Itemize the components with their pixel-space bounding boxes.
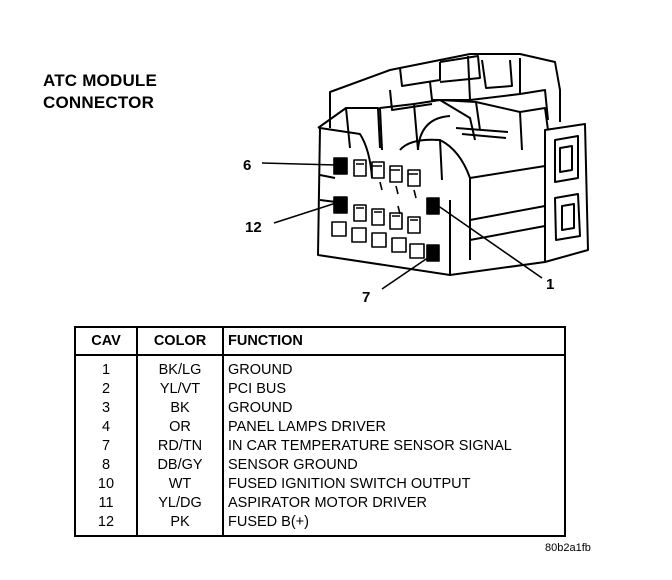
connector-front-face — [317, 127, 546, 276]
connector-illustration: 6 12 1 7 — [243, 53, 589, 306]
header-cav: CAV — [75, 327, 137, 356]
table-row: 11 YL/DG ASPIRATOR MOTOR DRIVER — [75, 493, 565, 512]
cavity-4 — [371, 161, 385, 179]
connector-top-ribs — [317, 99, 549, 151]
table-row: 12 PK FUSED B(+) — [75, 512, 565, 536]
cell-cav: 7 — [101, 437, 111, 454]
cavity-5 — [353, 159, 367, 177]
cavity-11 — [353, 204, 367, 222]
cell-cav: 10 — [97, 475, 115, 492]
table-row: 2 YL/VT PCI BUS — [75, 379, 565, 398]
cell-cav: 1 — [101, 361, 111, 378]
cavity-2 — [407, 169, 421, 187]
cell-function: IN CAR TEMPERATURE SENSOR SIGNAL — [222, 436, 565, 455]
diagram-title: ATC MODULE CONNECTOR — [43, 70, 157, 114]
cell-color: DB/GY — [136, 455, 223, 474]
cell-function: PANEL LAMPS DRIVER — [222, 417, 565, 436]
table-row: 7 RD/TN IN CAR TEMPERATURE SENSOR SIGNAL — [75, 436, 565, 455]
callout-6: 6 — [243, 157, 251, 174]
cell-function: FUSED B(+) — [222, 512, 565, 536]
cavity-10 — [371, 208, 385, 226]
cavity-9 — [389, 212, 403, 230]
table-row: 10 WT FUSED IGNITION SWITCH OUTPUT — [75, 474, 565, 493]
cell-color: YL/DG — [136, 493, 223, 512]
connector-right-side — [469, 123, 589, 263]
cell-color: WT — [136, 474, 223, 493]
cell-cav: 11 — [98, 494, 114, 511]
cell-cav: 3 — [101, 399, 111, 416]
table-row: 8 DB/GY SENSOR GROUND — [75, 455, 565, 474]
callout-1: 1 — [546, 276, 554, 293]
cell-function: FUSED IGNITION SWITCH OUTPUT — [222, 474, 565, 493]
cell-cav: 2 — [101, 380, 111, 397]
callout-leaders — [261, 162, 543, 290]
callout-7: 7 — [362, 289, 370, 306]
cell-color: RD/TN — [136, 436, 223, 455]
cell-function: GROUND — [222, 355, 565, 379]
cell-function: PCI BUS — [222, 379, 565, 398]
header-function: FUNCTION — [222, 327, 565, 356]
cell-cav: 8 — [101, 456, 111, 473]
cell-cav: 12 — [97, 513, 115, 530]
cavity-6 — [333, 157, 348, 175]
cavity-8 — [407, 216, 421, 234]
title-line-1: ATC MODULE — [43, 71, 158, 90]
cell-function: SENSOR GROUND — [222, 455, 565, 474]
table-row: 1 BK/LG GROUND — [75, 355, 565, 379]
cavity-12 — [333, 196, 348, 214]
figure-reference-code: 80b2a1fb — [545, 542, 591, 554]
table-header-row: CAV COLOR FUNCTION — [75, 327, 565, 356]
connector-cavities — [331, 157, 440, 262]
cell-color: YL/VT — [136, 379, 223, 398]
cavity-7 — [426, 244, 440, 262]
cell-color: OR — [136, 417, 223, 436]
header-color: COLOR — [136, 327, 223, 356]
cavity-3 — [389, 165, 403, 183]
table-row: 4 OR PANEL LAMPS DRIVER — [75, 417, 565, 436]
callout-labels: 6 12 1 7 — [243, 157, 554, 306]
title-line-2: CONNECTOR — [43, 93, 155, 112]
cell-color: BK — [136, 398, 223, 417]
callout-12: 12 — [245, 219, 262, 236]
table-row: 3 BK GROUND — [75, 398, 565, 417]
cell-color: PK — [136, 512, 223, 536]
cell-function: GROUND — [222, 398, 565, 417]
cell-cav: 4 — [101, 418, 111, 435]
cell-color: BK/LG — [136, 355, 223, 379]
cell-function: ASPIRATOR MOTOR DRIVER — [222, 493, 565, 512]
pinout-table: CAV COLOR FUNCTION 1 BK/LG GROUND 2 YL/V… — [74, 326, 566, 537]
